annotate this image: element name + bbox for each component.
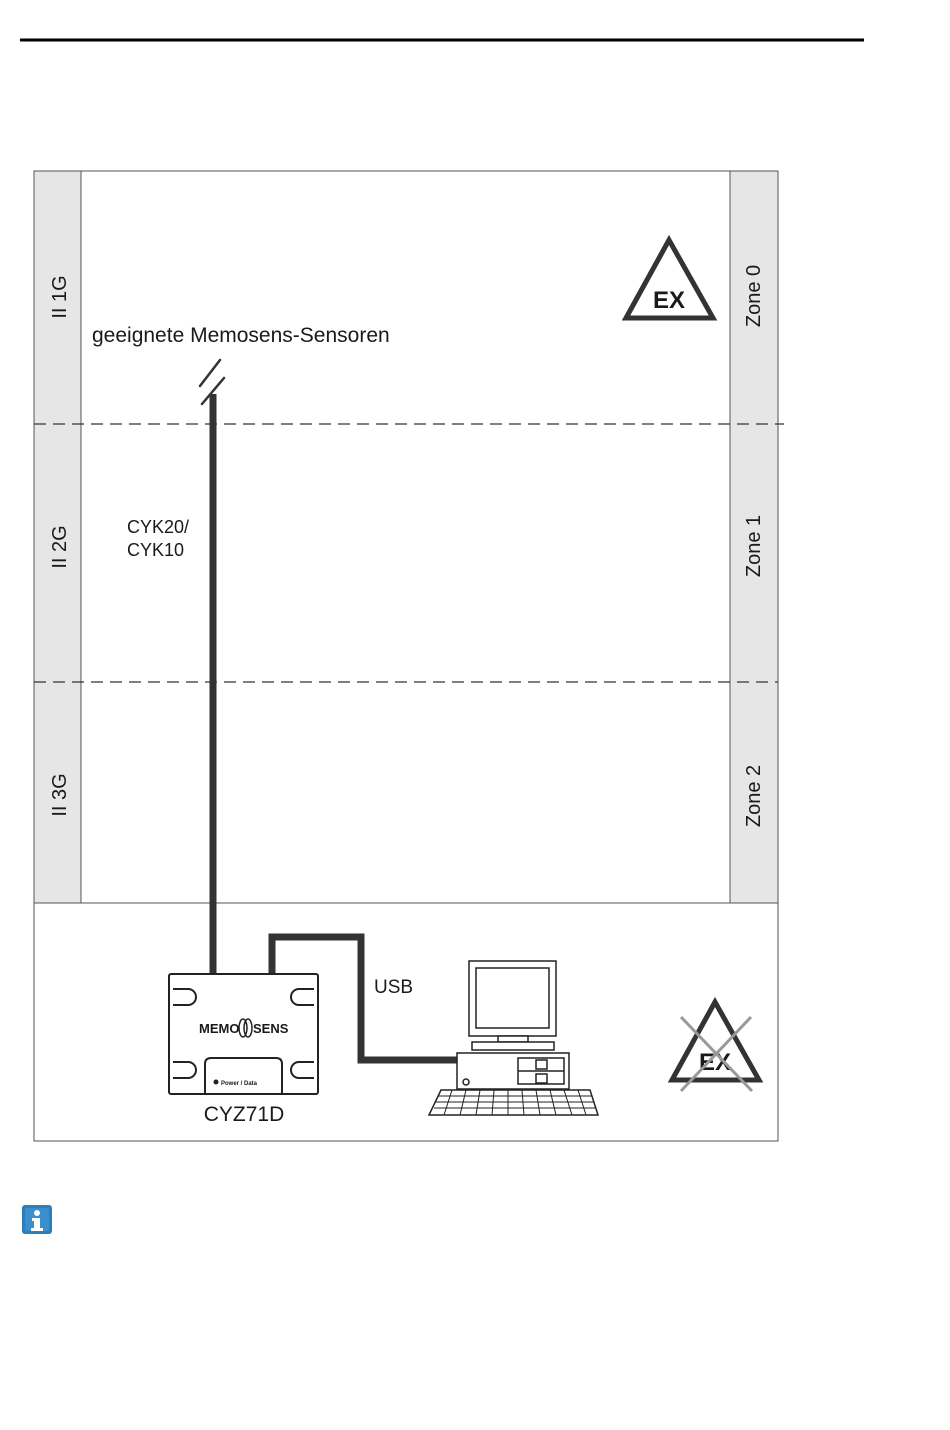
usb-label: USB bbox=[374, 977, 413, 998]
ex-warning-text: EX bbox=[653, 287, 685, 314]
sensors-label: geeignete Memosens-Sensoren bbox=[92, 324, 390, 347]
device-brand-text: Power / Data bbox=[221, 1081, 258, 1087]
category-label-2: II 2G bbox=[49, 525, 71, 568]
memosens-logo-sens: SENS bbox=[253, 1021, 289, 1036]
category-label-3: II 3G bbox=[49, 773, 71, 816]
cyz71d-device-icon: MEMO SENS Power / Data bbox=[169, 974, 318, 1094]
cable-label-line1: CYK20/ bbox=[127, 517, 189, 537]
memosens-logo-memo: MEMO bbox=[199, 1021, 239, 1036]
hazard-area-frame bbox=[34, 171, 778, 903]
device-label: CYZ71D bbox=[204, 1103, 285, 1126]
category-label-1: II 1G bbox=[49, 275, 71, 318]
safe-area-frame bbox=[34, 903, 778, 1141]
zone-label-1: Zone 1 bbox=[743, 515, 765, 577]
zone-label-0: Zone 0 bbox=[743, 265, 765, 327]
zone-label-2: Zone 2 bbox=[743, 765, 765, 827]
cable-label-line2: CYK10 bbox=[127, 540, 184, 560]
info-icon bbox=[22, 1205, 52, 1234]
